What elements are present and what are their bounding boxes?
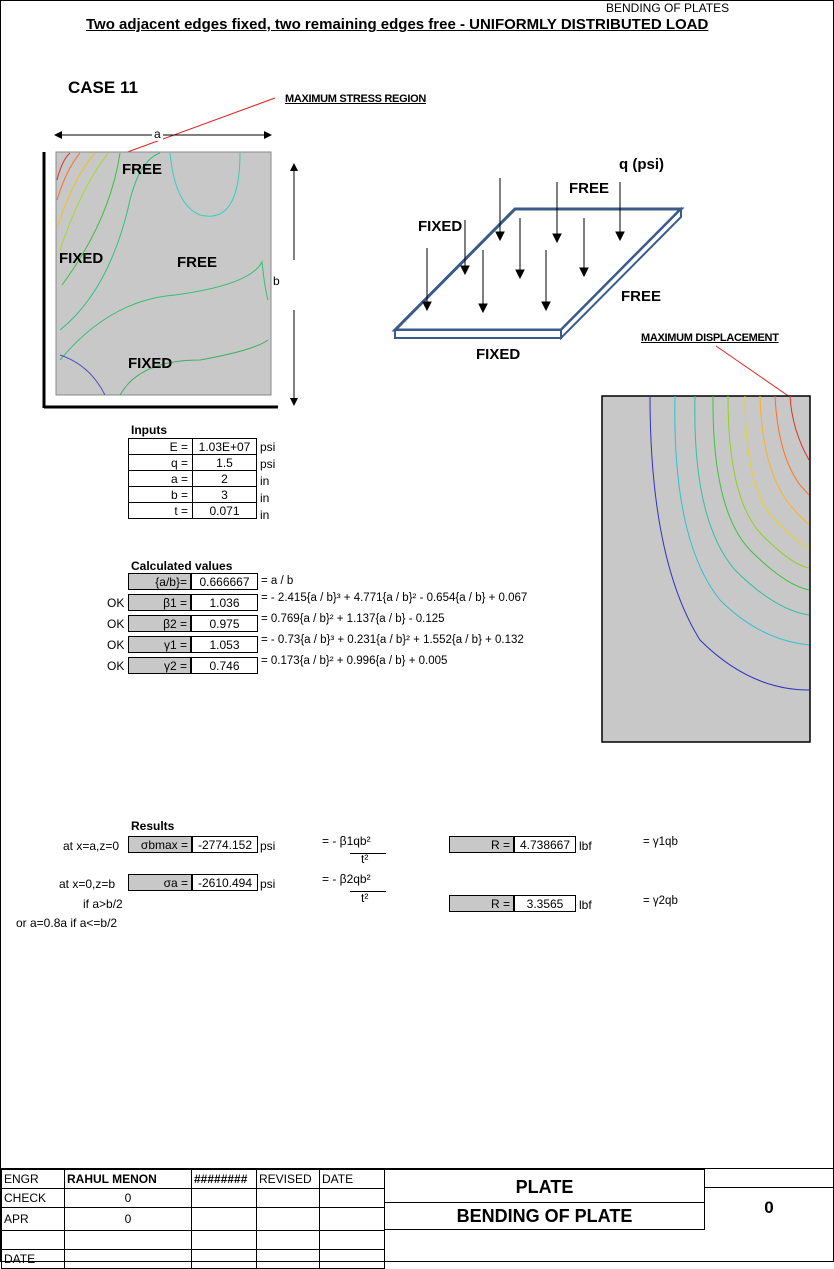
calc-label-b2: β2 = bbox=[128, 615, 191, 632]
calc-ok-b2: OK bbox=[107, 617, 125, 631]
input-b[interactable]: 3 bbox=[192, 486, 257, 503]
calc-ok-b1: OK bbox=[107, 596, 125, 610]
tb-apr-label: APR bbox=[1, 1207, 65, 1231]
calc-ok-g1: OK bbox=[107, 638, 125, 652]
dim-a-label: a bbox=[152, 127, 163, 141]
result2-r-unit: lbf bbox=[579, 898, 592, 912]
result1-formula-num: = - β1qb² bbox=[322, 834, 371, 848]
plate-fixed-left: FIXED bbox=[59, 250, 104, 267]
result2-note2: or a=0.8a if a<=b/2 bbox=[16, 916, 118, 930]
inputs-table: E =1.03E+07 q =1.5 a =2 b =3 t =0.071 bbox=[128, 438, 257, 519]
calc-label-b1: β1 = bbox=[128, 594, 191, 611]
tb-plate-title: PLATE bbox=[385, 1169, 705, 1203]
calc-ok-g2: OK bbox=[107, 659, 125, 673]
input-row-a: a =2 bbox=[128, 470, 257, 487]
tb-apr-value: 0 bbox=[64, 1207, 192, 1231]
input-row-t: t =0.071 bbox=[128, 502, 257, 519]
result2-r-value: 3.3565 bbox=[514, 895, 576, 912]
result2-note1: if a>b/2 bbox=[83, 897, 123, 911]
title-block-top-rule bbox=[0, 1168, 834, 1169]
result1-r-value: 4.738667 bbox=[514, 836, 576, 853]
input-a[interactable]: 2 bbox=[192, 470, 257, 487]
iso-fixed-left: FIXED bbox=[418, 218, 463, 235]
tb-rev-number: 0 bbox=[764, 1198, 774, 1217]
input-row-b: b =3 bbox=[128, 486, 257, 503]
input-t[interactable]: 0.071 bbox=[192, 502, 257, 519]
calc-label-g2: γ2 = bbox=[128, 657, 191, 674]
calc-eq-b1: = - 2.415{a / b}³ + 4.771{a / b}² - 0.65… bbox=[261, 592, 528, 604]
calc-label-g1: γ1 = bbox=[128, 636, 191, 653]
tb-engr-date: ######## bbox=[191, 1169, 257, 1189]
calc-value-g1: 1.053 bbox=[191, 636, 258, 653]
iso-free-right: FREE bbox=[621, 288, 662, 305]
tb-rev-rule bbox=[705, 1187, 833, 1188]
calc-value-ab: 0.666667 bbox=[191, 573, 258, 590]
page-title: Two adjacent edges fixed, two remaining … bbox=[86, 16, 709, 33]
result1-formula-den: t² bbox=[361, 852, 369, 866]
unit-t: in bbox=[260, 508, 270, 522]
input-row-q: q =1.5 bbox=[128, 454, 257, 471]
calc-title: Calculated values bbox=[131, 559, 233, 573]
dim-b-label: b bbox=[273, 274, 280, 288]
result2-fraction-bar bbox=[350, 891, 386, 892]
calc-value-b1: 1.036 bbox=[191, 594, 258, 611]
plate-free-right: FREE bbox=[177, 254, 218, 271]
input-q[interactable]: 1.5 bbox=[192, 454, 257, 471]
result1-r-label: R = bbox=[449, 836, 514, 853]
tb-check-value: 0 bbox=[64, 1188, 192, 1208]
unit-q: psi bbox=[260, 457, 276, 471]
iso-free-top: FREE bbox=[569, 180, 610, 197]
result2-label: σa = bbox=[128, 874, 192, 891]
unit-a: in bbox=[260, 474, 270, 488]
inputs-title: Inputs bbox=[131, 423, 167, 437]
result2-formula-num: = - β2qb² bbox=[322, 872, 371, 886]
plate-free-top: FREE bbox=[122, 161, 163, 178]
result2-unit: psi bbox=[260, 877, 276, 891]
result2-formula-den: t² bbox=[361, 891, 369, 905]
unit-b: in bbox=[260, 491, 270, 505]
result2-r-eq: = γ2qb bbox=[643, 895, 678, 907]
input-row-e: E =1.03E+07 bbox=[128, 438, 257, 455]
case-label: CASE 11 bbox=[68, 78, 138, 97]
tb-date-label: DATE bbox=[1, 1249, 65, 1269]
unit-e: psi bbox=[260, 440, 276, 454]
result1-fraction-bar bbox=[350, 853, 386, 854]
calc-eq-g2: = 0.173{a / b}² + 0.996{a / b} + 0.005 bbox=[261, 655, 448, 667]
calc-value-g2: 0.746 bbox=[191, 657, 258, 674]
tb-check-label: CHECK bbox=[1, 1188, 65, 1208]
result1-r-eq: = γ1qb bbox=[643, 836, 678, 848]
calc-label-ab: {a/b}= bbox=[128, 573, 191, 590]
input-e[interactable]: 1.03E+07 bbox=[192, 438, 257, 455]
result1-location: at x=a,z=0 bbox=[63, 839, 120, 853]
plate-fixed-bottom: FIXED bbox=[128, 355, 173, 372]
result1-r-unit: lbf bbox=[579, 839, 592, 853]
calc-value-b2: 0.975 bbox=[191, 615, 258, 632]
calc-eq-b2: = 0.769{a / b}² + 1.137{a / b} - 0.125 bbox=[261, 613, 445, 625]
results-title: Results bbox=[131, 819, 175, 833]
tb-engr-name: RAHUL MENON bbox=[64, 1169, 192, 1189]
result1-value: -2774.152 bbox=[192, 836, 258, 853]
calc-eq-g1: = - 0.73{a / b}³ + 0.231{a / b}² + 1.552… bbox=[261, 634, 524, 646]
diagrams-svg bbox=[42, 97, 811, 743]
max-disp-callout: MAXIMUM DISPLACEMENT bbox=[641, 332, 779, 344]
result2-r-label: R = bbox=[449, 895, 514, 912]
result1-unit: psi bbox=[260, 839, 276, 853]
iso-fixed-bottom: FIXED bbox=[476, 346, 521, 363]
result1-label: σbmax = bbox=[128, 836, 192, 853]
load-label: q (psi) bbox=[619, 156, 664, 173]
result2-location: at x=0,z=b bbox=[59, 877, 116, 891]
title-block-table: ENGR RAHUL MENON ######## REVISED DATE C… bbox=[1, 1169, 385, 1269]
max-stress-callout: MAXIMUM STRESS REGION bbox=[285, 93, 426, 105]
calc-eq-ab: = a / b bbox=[261, 575, 294, 587]
tb-engr-label: ENGR bbox=[1, 1169, 65, 1189]
result2-value: -2610.494 bbox=[192, 874, 258, 891]
tb-revised-label: REVISED bbox=[256, 1169, 320, 1189]
sheet-name: BENDING OF PLATES bbox=[606, 1, 730, 15]
tb-bending-title: BENDING OF PLATE bbox=[385, 1203, 705, 1230]
tb-date-col-label: DATE bbox=[319, 1169, 385, 1189]
